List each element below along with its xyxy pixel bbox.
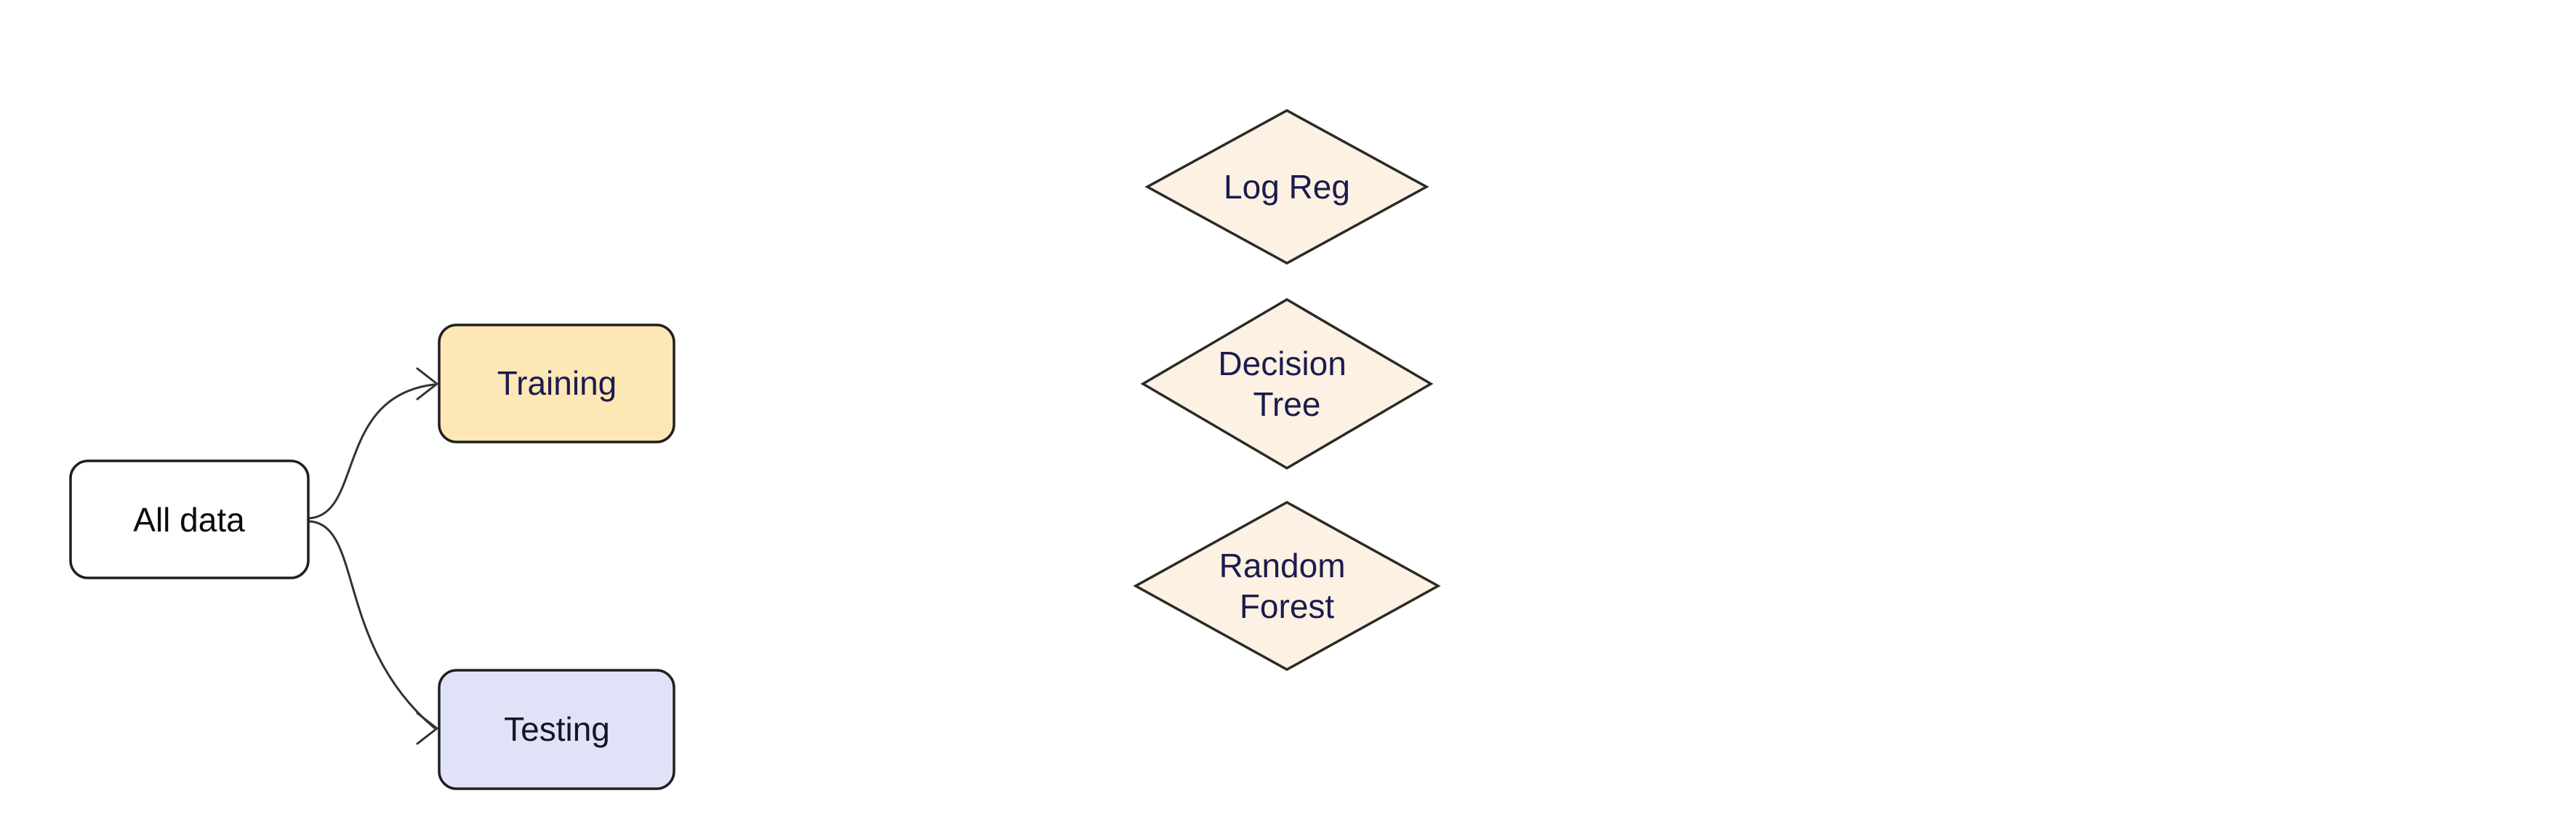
node-training: Training [438,323,675,443]
node-decision-tree-label-line1: Decision [1218,345,1346,382]
node-training-shape [438,323,675,443]
node-training-label: Training [497,364,617,402]
edge-curve [307,383,436,520]
node-all-data-shape [69,459,310,579]
node-random-forest-shape [1133,501,1441,671]
node-decision-tree-label-line2: Tree [1253,385,1321,423]
node-log-reg: Log Reg [1144,109,1429,265]
node-random-forest-label-line2: Forest [1240,587,1335,625]
node-all-data-label: All data [133,501,245,539]
node-random-forest-label-line1: Random [1219,547,1346,584]
node-log-reg-label: Log Reg [1224,168,1350,206]
node-decision-tree-label: Decision Tree [1218,345,1355,423]
node-testing-shape [438,669,675,790]
arrowhead-icon [416,712,438,745]
edge-curve [307,520,436,729]
node-testing: Testing [438,669,675,790]
edge-alldata-to-testing [307,520,438,745]
node-log-reg-shape [1144,109,1429,265]
node-random-forest-label: Random Forest [1219,547,1355,625]
edge-alldata-to-training [307,367,438,520]
node-decision-tree-shape [1140,297,1434,470]
node-testing-label: Testing [504,710,610,748]
node-all-data: All data [69,459,310,579]
node-random-forest: Random Forest [1133,501,1441,671]
arrowhead-icon [416,367,438,401]
node-decision-tree: Decision Tree [1140,297,1434,470]
